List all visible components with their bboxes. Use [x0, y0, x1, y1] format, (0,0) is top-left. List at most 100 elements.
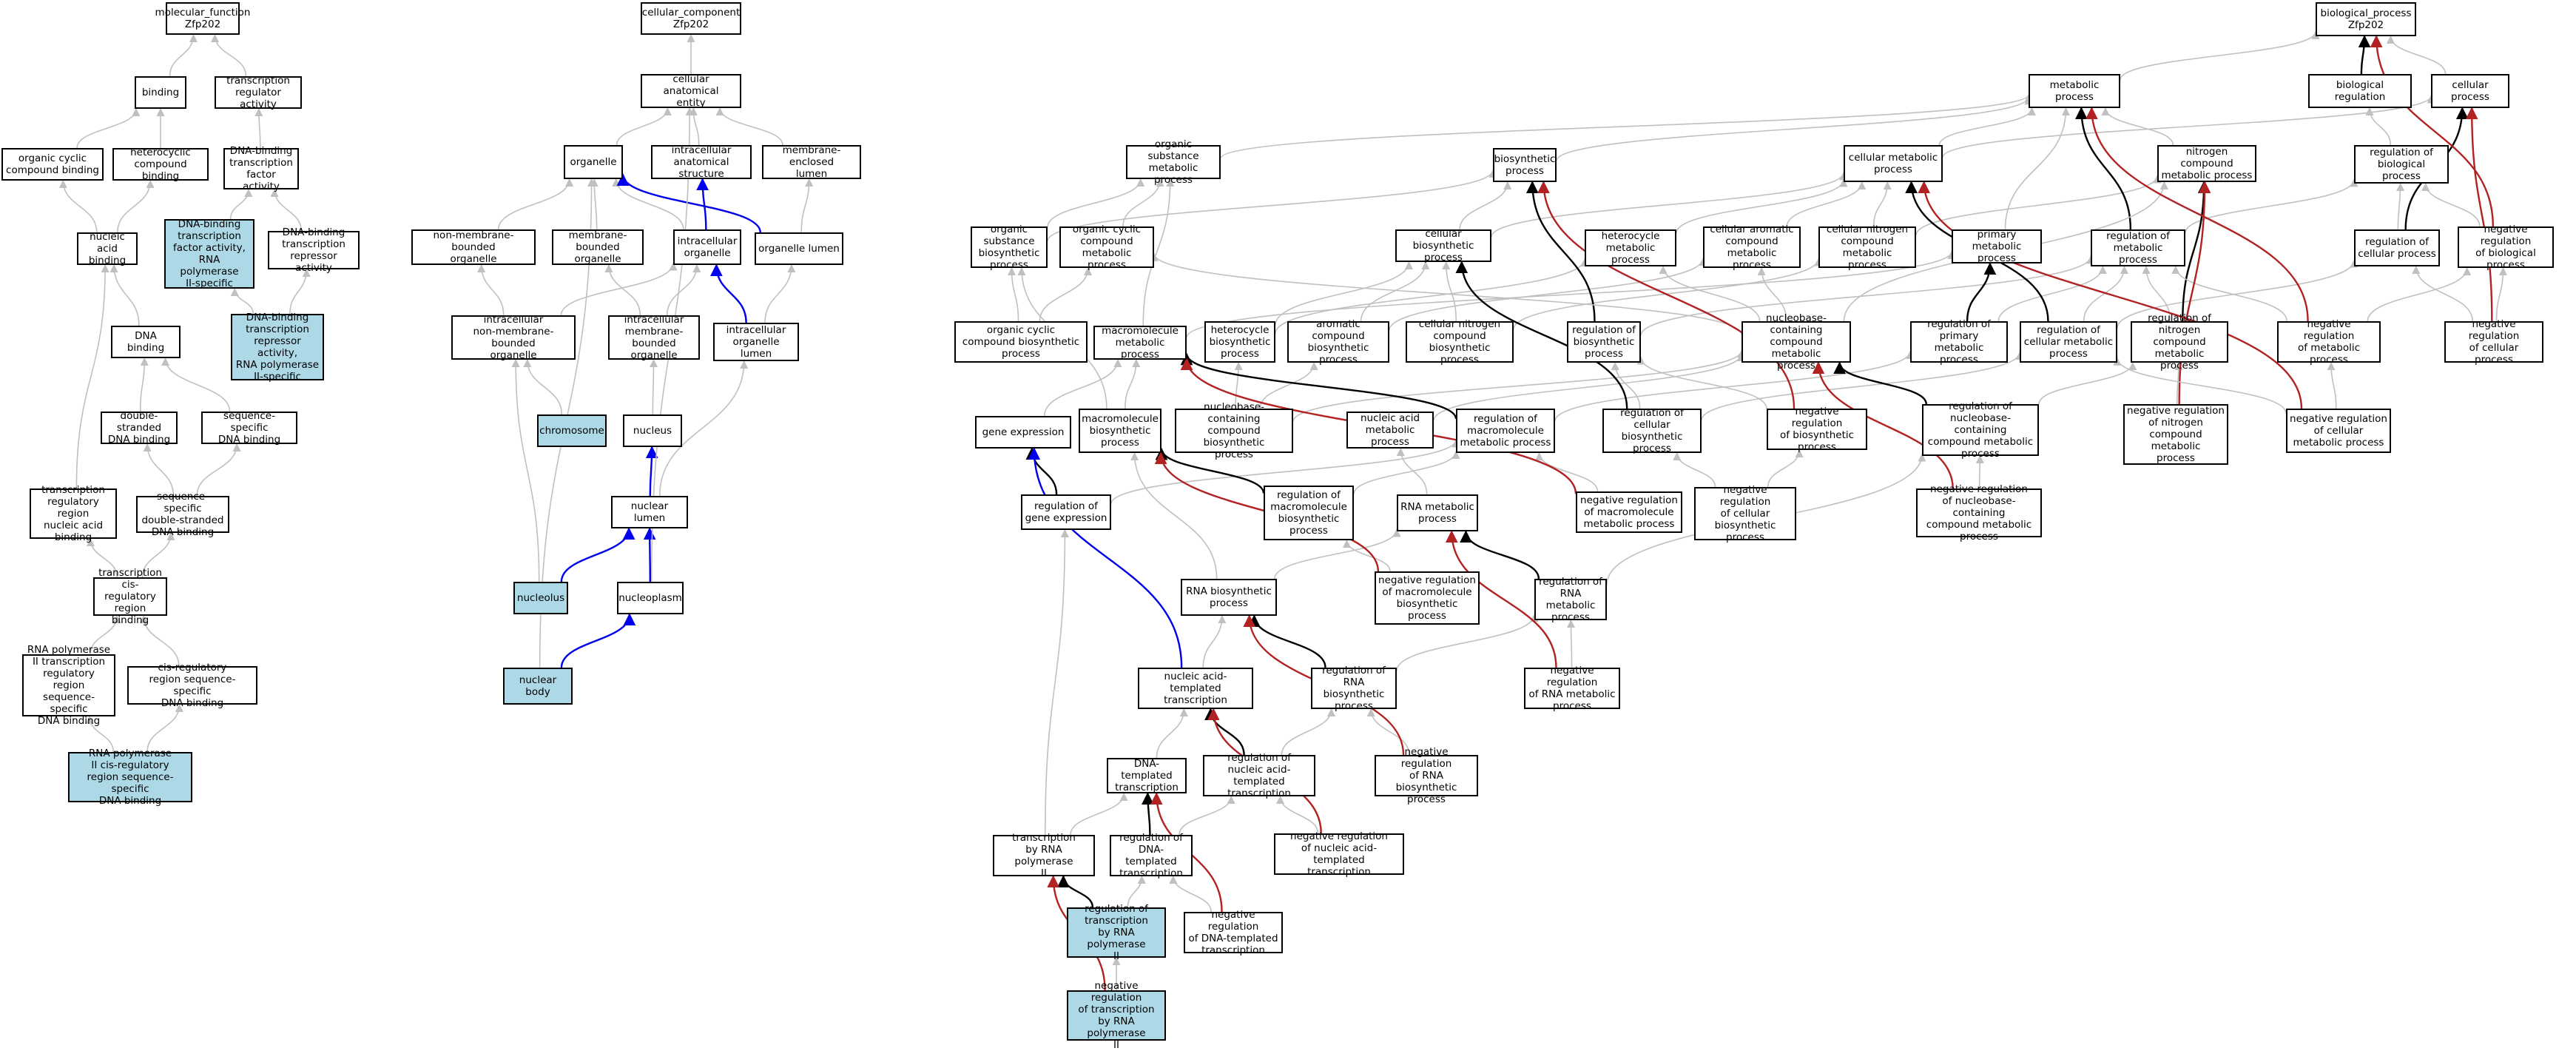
go-term-node[interactable]: regulation of biological process [2354, 145, 2449, 184]
go-term-node[interactable]: regulation of macromolecule metabolic pr… [1456, 409, 1555, 453]
go-term-node[interactable]: cellular biosynthetic process [1395, 228, 1491, 263]
go-term-node[interactable]: sequence-specific double-stranded DNA bi… [136, 491, 229, 538]
go-term-node[interactable]: organic substance metabolic process [1126, 138, 1221, 186]
go-term-node[interactable]: sequence-specific DNA binding [201, 410, 297, 446]
go-term-node[interactable]: negative regulation of metabolic process [2277, 318, 2381, 366]
go-term-node[interactable]: organic cyclic compound biosynthetic pro… [954, 321, 1088, 363]
go-term-node[interactable]: RNA biosynthetic process [1181, 579, 1277, 616]
go-term-node[interactable]: negative regulation of biosynthetic proc… [1767, 406, 1867, 453]
go-term-node[interactable]: biosynthetic process [1493, 148, 1557, 182]
go-term-node[interactable]: metabolic process [2029, 74, 2120, 108]
go-term-node[interactable]: negative regulation of RNA biosynthetic … [1375, 746, 1478, 805]
go-term-node[interactable]: regulation of nucleobase-containing comp… [1922, 400, 2039, 460]
go-term-node[interactable]: nucleus [623, 414, 682, 447]
go-term-node[interactable]: negative regulation of biological proces… [2458, 224, 2554, 271]
go-term-node[interactable]: macromolecule metabolic process [1093, 325, 1187, 360]
go-term-node[interactable]: negative regulation of RNA metabolic pro… [1524, 665, 1620, 712]
go-term-node[interactable]: regulation of gene expression [1021, 494, 1111, 530]
go-term-node[interactable]: DNA binding [111, 326, 181, 358]
go-term-node[interactable]: nucleoplasm [617, 582, 684, 614]
go-term-node[interactable]: regulation of nucleic acid-templated tra… [1203, 752, 1315, 799]
go-term-node[interactable]: molecular_function Zfp202 [155, 2, 250, 35]
go-term-node[interactable]: DNA-binding transcription repressor acti… [268, 226, 360, 274]
go-term-node[interactable]: chromosome [537, 414, 607, 447]
go-term-node[interactable]: transcription regulator activity [215, 75, 302, 110]
go-term-node[interactable]: regulation of primary metabolic process [1910, 318, 2008, 366]
edge-gray [161, 357, 231, 412]
go-term-node[interactable]: organic substance biosynthetic process [971, 224, 1048, 271]
go-term-node[interactable]: DNA-binding transcription repressor acti… [231, 312, 324, 383]
go-term-node[interactable]: primary metabolic process [1952, 229, 2042, 264]
go-term-node[interactable]: regulation of RNA biosynthetic process [1311, 665, 1397, 712]
go-term-node[interactable]: heterocycle metabolic process [1585, 229, 1676, 266]
go-term-node[interactable]: negative regulation of nucleobase-contai… [1916, 483, 2042, 543]
go-term-node[interactable]: DNA-templated transcription [1107, 758, 1187, 793]
go-term-node[interactable]: biological_process Zfp202 [2316, 2, 2416, 36]
go-term-node[interactable]: regulation of DNA-templated transcriptio… [1110, 832, 1193, 879]
go-term-node[interactable]: transcription cis-regulatory region bind… [93, 567, 167, 626]
go-term-node[interactable]: nucleobase-containing compound metabolic… [1742, 312, 1851, 372]
go-term-node[interactable]: negative regulation of nitrogen compound… [2123, 404, 2228, 465]
go-term-node[interactable]: cis-regulatory region sequence-specific … [127, 662, 257, 709]
go-term-node[interactable]: intracellular non-membrane-bounded organ… [451, 314, 576, 361]
go-term-node[interactable]: cellular nitrogen compound biosynthetic … [1406, 318, 1514, 366]
go-term-node[interactable]: membrane-enclosed lumen [762, 144, 861, 180]
go-term-node[interactable]: heterocyclic compound binding [112, 147, 209, 182]
go-term-node[interactable]: regulation of metabolic process [2091, 229, 2185, 266]
go-term-node[interactable]: RNA polymerase II cis-regulatory region … [68, 748, 192, 807]
go-term-node[interactable]: regulation of RNA metabolic process [1534, 576, 1607, 623]
go-term-node[interactable]: RNA metabolic process [1397, 494, 1478, 531]
go-term-node[interactable]: transcription by RNA polymerase II [993, 832, 1095, 879]
go-term-node[interactable]: DNA-binding transcription factor activit… [164, 218, 254, 289]
go-term-node[interactable]: regulation of transcription by RNA polym… [1067, 903, 1166, 962]
go-term-node[interactable]: nuclear body [503, 668, 573, 705]
go-term-node[interactable]: negative regulation of cellular biosynth… [1694, 484, 1796, 543]
go-term-node[interactable]: transcription regulatory region nucleic … [30, 484, 117, 543]
go-term-node[interactable]: regulation of biosynthetic process [1567, 321, 1641, 363]
go-term-node[interactable]: cellular nitrogen compound metabolic pro… [1818, 224, 1916, 271]
go-term-node[interactable]: intracellular organelle [673, 229, 741, 265]
go-term-node[interactable]: double-stranded DNA binding [101, 410, 178, 446]
go-term-node[interactable]: intracellular membrane-bounded organelle [608, 314, 700, 361]
go-term-node[interactable]: negative regulation of transcription by … [1067, 980, 1166, 1051]
go-term-node[interactable]: cellular process [2431, 74, 2509, 108]
go-term-node[interactable]: nucleolus [513, 582, 568, 614]
go-term-node[interactable]: RNA polymerase II transcription regulato… [22, 644, 115, 727]
go-term-node[interactable]: heterocycle biosynthetic process [1204, 321, 1275, 363]
go-term-node[interactable]: organelle [564, 145, 623, 179]
go-term-node[interactable]: gene expression [975, 416, 1071, 449]
go-term-node[interactable]: cellular anatomical entity [641, 73, 741, 109]
go-term-node[interactable]: regulation of macromolecule biosynthetic… [1264, 486, 1354, 540]
go-term-node[interactable]: organelle lumen [755, 232, 843, 265]
go-term-node[interactable]: non-membrane-bounded organelle [411, 229, 536, 265]
go-term-node[interactable]: regulation of cellular biosynthetic proc… [1602, 407, 1702, 454]
go-term-node[interactable]: nucleobase-containing compound biosynthe… [1175, 401, 1293, 460]
go-term-node[interactable]: regulation of nitrogen compound metaboli… [2131, 312, 2228, 372]
go-term-node[interactable]: nucleic acid binding [77, 231, 138, 266]
go-term-node[interactable]: negative regulation of cellular process [2444, 318, 2543, 366]
go-term-node[interactable]: negative regulation of DNA-templated tra… [1184, 909, 1283, 956]
go-term-node[interactable]: organic cyclic compound metabolic proces… [1059, 224, 1154, 271]
go-term-node[interactable]: intracellular anatomical structure [651, 144, 752, 180]
go-term-node[interactable]: intracellular organelle lumen [713, 323, 799, 361]
go-term-node[interactable]: cellular metabolic process [1844, 145, 1943, 182]
go-term-node[interactable]: macromolecule biosynthetic process [1079, 409, 1161, 453]
go-term-node[interactable]: cellular aromatic compound metabolic pro… [1703, 224, 1801, 271]
go-term-node[interactable]: organic cyclic compound binding [1, 148, 104, 181]
go-term-node[interactable]: nuclear lumen [611, 496, 688, 528]
go-term-node[interactable]: nucleic acid-templated transcription [1138, 668, 1253, 709]
go-term-node[interactable]: DNA-binding transcription factor activit… [223, 145, 299, 192]
go-term-node[interactable]: membrane-bounded organelle [552, 229, 644, 265]
go-term-node[interactable]: negative regulation of nucleic acid-temp… [1274, 830, 1404, 878]
go-term-node[interactable]: nitrogen compound metabolic process [2157, 145, 2256, 182]
go-term-node[interactable]: negative regulation of macromolecule bio… [1375, 571, 1480, 625]
go-term-node[interactable]: nucleic acid metabolic process [1346, 412, 1434, 449]
go-term-node[interactable]: binding [135, 76, 186, 109]
go-term-node[interactable]: aromatic compound biosynthetic process [1287, 318, 1389, 366]
go-term-node[interactable]: regulation of cellular process [2354, 229, 2440, 266]
go-term-node[interactable]: regulation of cellular metabolic process [2020, 321, 2117, 363]
go-term-node[interactable]: cellular_component Zfp202 [641, 2, 741, 35]
go-term-node[interactable]: negative regulation of macromolecule met… [1576, 491, 1682, 533]
go-term-node[interactable]: negative regulation of cellular metaboli… [2286, 409, 2391, 453]
go-term-node[interactable]: biological regulation [2308, 74, 2412, 108]
